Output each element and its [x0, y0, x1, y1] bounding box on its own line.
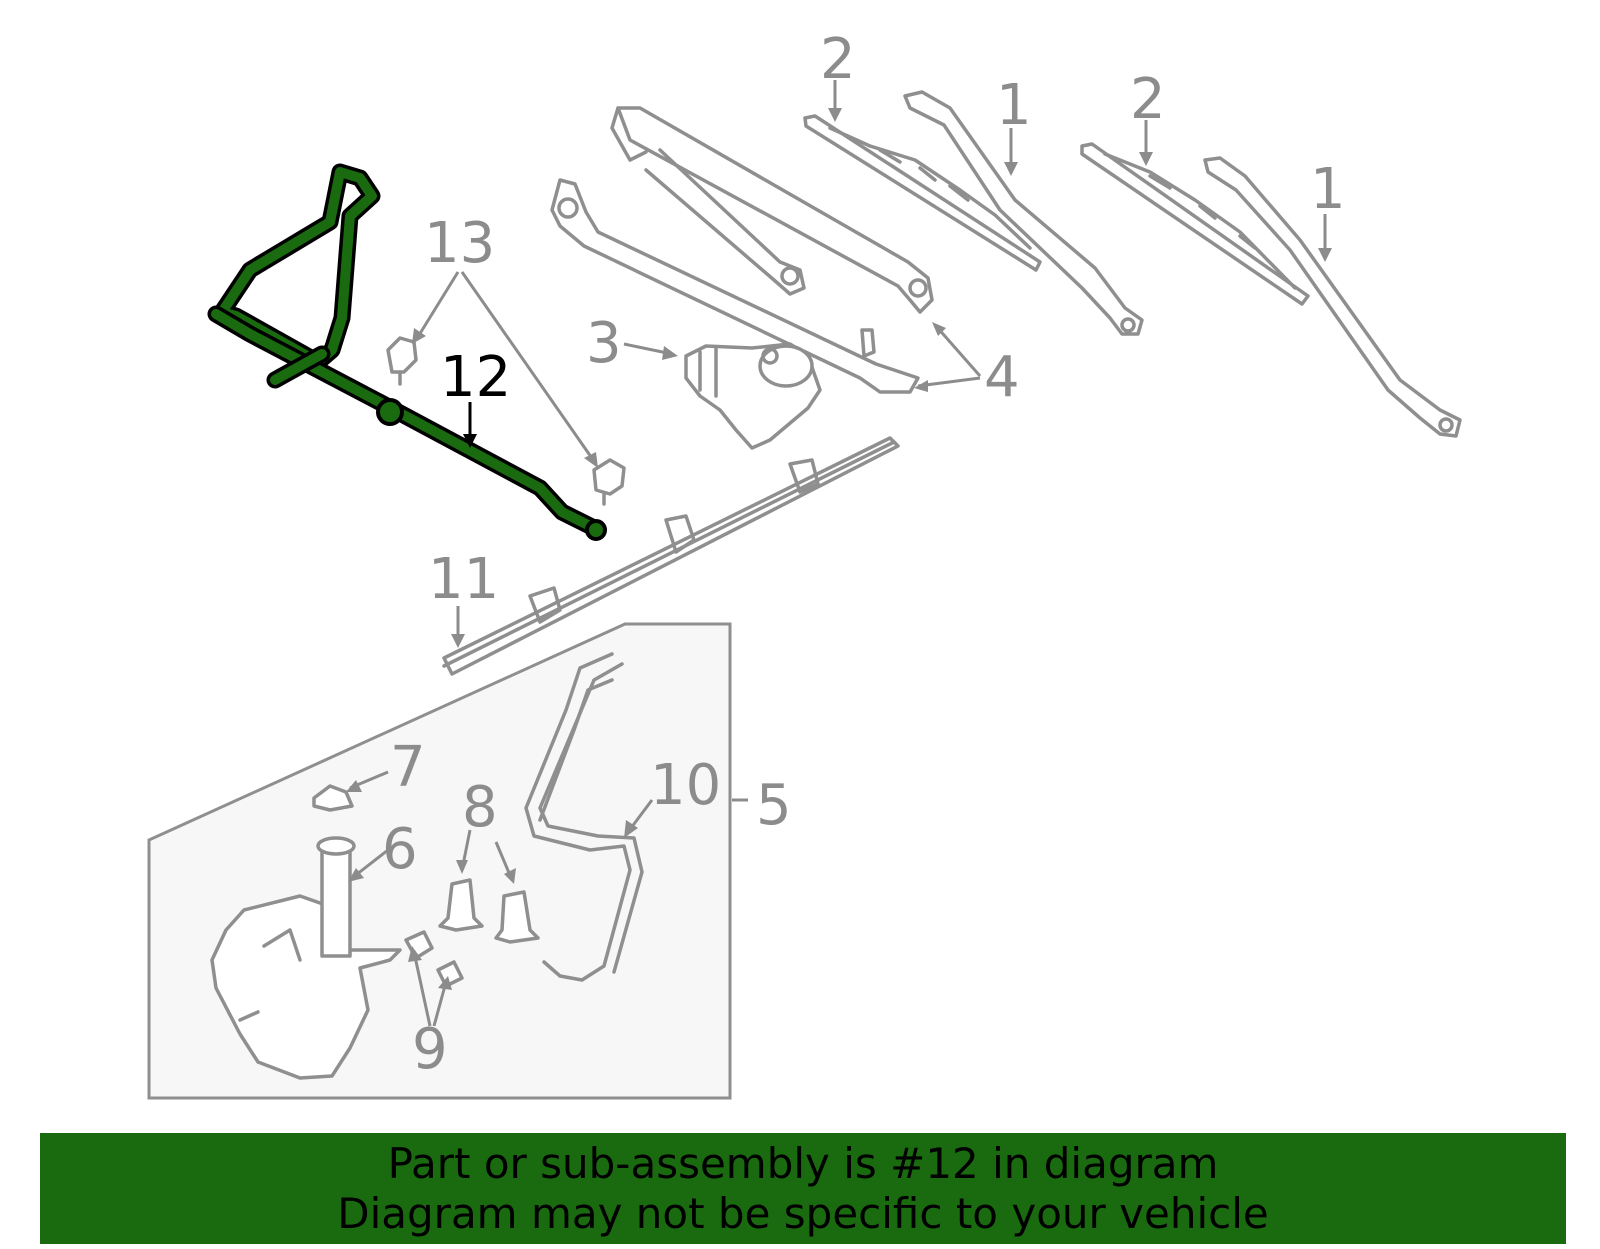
- part-1-wiper-arm-left[interactable]: [903, 90, 1144, 336]
- part-12-hose-branch: [270, 349, 327, 385]
- banner-line-disclaimer: Diagram may not be specific to your vehi…: [337, 1188, 1269, 1238]
- callout-5: 5: [756, 773, 792, 838]
- part-2-wiper-blade-left[interactable]: [803, 114, 1042, 272]
- callout-9: 9: [412, 1017, 448, 1082]
- callout-10: 10: [650, 753, 721, 818]
- part-3-wiper-motor[interactable]: [684, 342, 822, 450]
- callout-6: 6: [382, 817, 418, 882]
- part-6-washer-reservoir[interactable]: [210, 836, 402, 1080]
- part-13-nozzle-lower[interactable]: [592, 458, 626, 506]
- part-11-rod[interactable]: [442, 436, 900, 676]
- part-7-cap[interactable]: [312, 784, 354, 812]
- info-banner: Part or sub-assembly is #12 in diagram D…: [40, 1133, 1566, 1244]
- callout-7: 7: [390, 735, 426, 800]
- part-13-nozzle-upper[interactable]: [386, 336, 418, 386]
- part-1-wiper-arm-right[interactable]: [1203, 156, 1462, 438]
- callout-1-left: 1: [996, 73, 1032, 138]
- part-12-hose-line: [211, 309, 603, 535]
- part-8-pumps[interactable]: [438, 878, 540, 944]
- banner-line-part: Part or sub-assembly is #12 in diagram: [387, 1138, 1219, 1188]
- callout-4: 4: [984, 345, 1020, 410]
- part-12-washer-hose[interactable]: [207, 163, 607, 541]
- callout-11: 11: [428, 547, 499, 612]
- callout-2-left: 2: [820, 27, 856, 92]
- leader-lines: [346, 80, 1332, 1027]
- callout-12: 12: [440, 345, 511, 410]
- part-4-wiper-linkage[interactable]: [550, 106, 934, 394]
- part-2-wiper-blade-right[interactable]: [1080, 142, 1310, 306]
- callout-2-right: 2: [1130, 67, 1166, 132]
- callout-13: 13: [424, 211, 495, 276]
- callout-3: 3: [586, 311, 622, 376]
- callout-1-right: 1: [1310, 157, 1346, 222]
- callout-8: 8: [462, 775, 498, 840]
- part-10-washer-hose[interactable]: [524, 652, 644, 982]
